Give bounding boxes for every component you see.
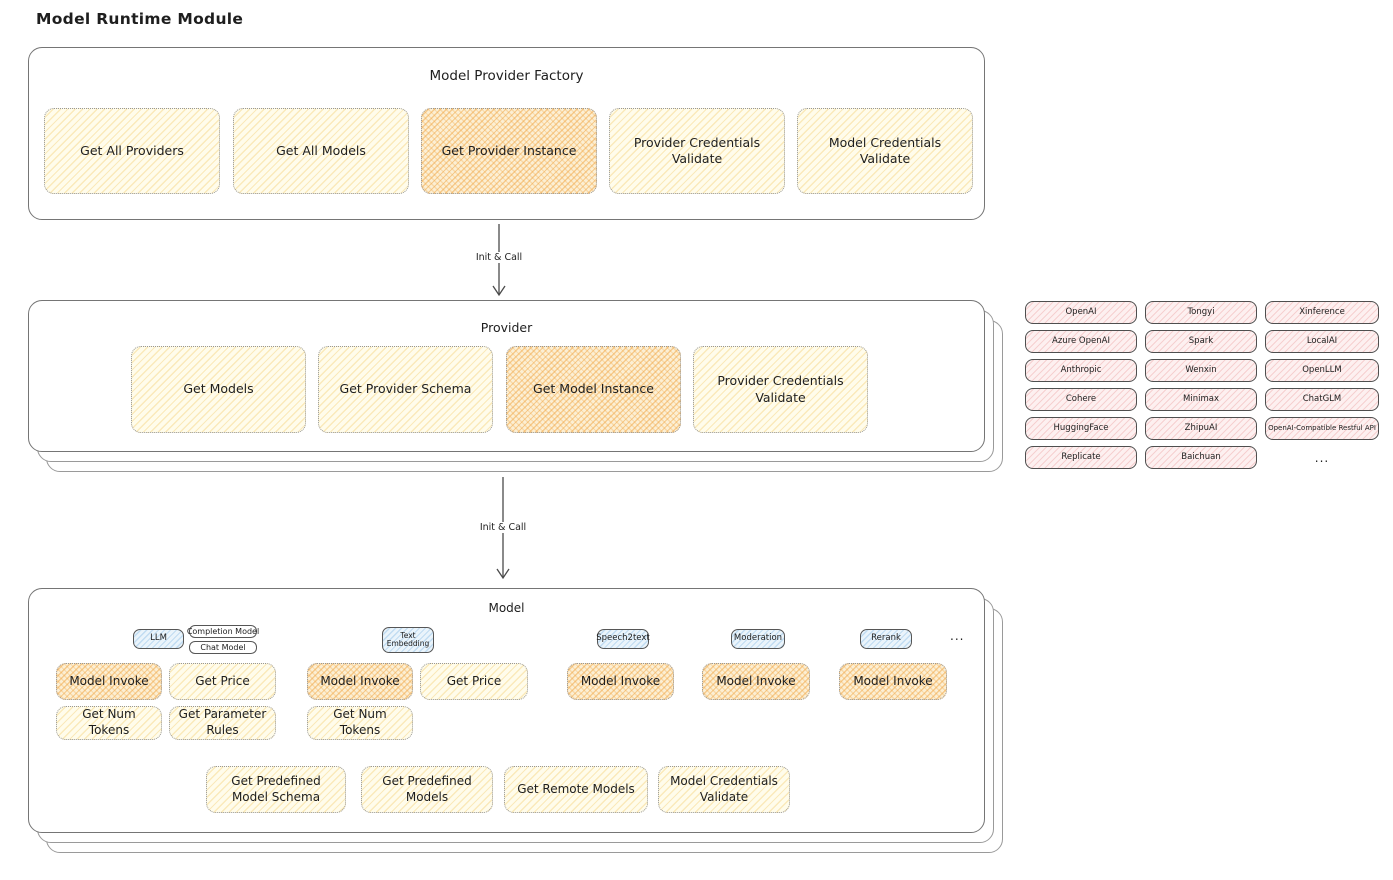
provider-card-openllm: OpenLLM bbox=[1265, 359, 1379, 382]
node-get-remote-models: Get Remote Models bbox=[504, 766, 648, 813]
node-get-all-providers: Get All Providers bbox=[44, 108, 220, 194]
provider-card-spark: Spark bbox=[1145, 330, 1257, 353]
node-get-predefined-models: Get Predefined Models bbox=[361, 766, 493, 813]
node-model-credentials-validate: Model Credentials Validate bbox=[797, 108, 973, 194]
provider-card-tongyi: Tongyi bbox=[1145, 301, 1257, 324]
tab-rerank: Rerank bbox=[860, 629, 912, 649]
tab-text-embedding: Text Embedding bbox=[382, 627, 434, 653]
model-provider-factory-box: Model Provider Factory Get All Providers… bbox=[28, 47, 985, 220]
node-get-models: Get Models bbox=[131, 346, 306, 433]
provider-card-openai: OpenAI bbox=[1025, 301, 1137, 324]
provider-card-azure-openai: Azure OpenAI bbox=[1025, 330, 1137, 353]
tab-speech2text: Speech2text bbox=[596, 629, 650, 649]
tab-llm: LLM bbox=[133, 629, 184, 649]
node-get-price-llm: Get Price bbox=[169, 663, 276, 700]
node-get-provider-schema: Get Provider Schema bbox=[318, 346, 493, 433]
model-title: Model bbox=[488, 601, 525, 615]
provider-vendor-grid: OpenAI Tongyi Xinference Azure OpenAI Sp… bbox=[1025, 301, 1379, 469]
node-model-invoke-speech2text: Model Invoke bbox=[567, 663, 674, 700]
node-provider-credentials-validate-2: Provider Credentials Validate bbox=[693, 346, 868, 433]
tab-chat-model: Chat Model bbox=[189, 641, 257, 654]
provider-card-openai-compatible: OpenAI-Compatible Restful API bbox=[1265, 417, 1379, 440]
node-get-model-instance: Get Model Instance bbox=[506, 346, 681, 433]
provider-card-chatglm: ChatGLM bbox=[1265, 388, 1379, 411]
init-call-label-2: Init & Call bbox=[475, 522, 531, 533]
node-get-provider-instance: Get Provider Instance bbox=[421, 108, 597, 194]
tab-moderation: Moderation bbox=[731, 629, 785, 649]
model-box: Model LLM Completion Model Chat Model Te… bbox=[28, 588, 985, 833]
provider-card-cohere: Cohere bbox=[1025, 388, 1137, 411]
node-model-credentials-validate-2: Model Credentials Validate bbox=[658, 766, 790, 813]
tab-completion-model: Completion Model bbox=[186, 625, 260, 638]
node-get-num-tokens-llm: Get Num Tokens bbox=[56, 706, 162, 740]
provider-card-baichuan: Baichuan bbox=[1145, 446, 1257, 469]
node-model-invoke-rerank: Model Invoke bbox=[839, 663, 947, 700]
provider-card-replicate: Replicate bbox=[1025, 446, 1137, 469]
node-get-price-embedding: Get Price bbox=[420, 663, 528, 700]
provider-card-anthropic: Anthropic bbox=[1025, 359, 1137, 382]
node-model-invoke-embedding: Model Invoke bbox=[307, 663, 413, 700]
provider-box: Provider Get Models Get Provider Schema … bbox=[28, 300, 985, 452]
node-provider-credentials-validate: Provider Credentials Validate bbox=[609, 108, 785, 194]
node-get-num-tokens-embedding: Get Num Tokens bbox=[307, 706, 413, 740]
init-call-label-1: Init & Call bbox=[471, 252, 527, 263]
provider-card-huggingface: HuggingFace bbox=[1025, 417, 1137, 440]
factory-title: Model Provider Factory bbox=[429, 68, 584, 84]
provider-title: Provider bbox=[480, 320, 533, 335]
node-get-predefined-model-schema: Get Predefined Model Schema bbox=[206, 766, 346, 813]
node-model-invoke-llm: Model Invoke bbox=[56, 663, 162, 700]
provider-card-wenxin: Wenxin bbox=[1145, 359, 1257, 382]
provider-card-zhipuai: ZhipuAI bbox=[1145, 417, 1257, 440]
node-model-invoke-moderation: Model Invoke bbox=[702, 663, 810, 700]
provider-card-xinference: Xinference bbox=[1265, 301, 1379, 324]
node-get-parameter-rules: Get Parameter Rules bbox=[169, 706, 276, 740]
provider-card-minimax: Minimax bbox=[1145, 388, 1257, 411]
diagram-title: Model Runtime Module bbox=[36, 10, 244, 28]
node-get-all-models: Get All Models bbox=[233, 108, 409, 194]
provider-card-localai: LocalAI bbox=[1265, 330, 1379, 353]
tabs-more-ellipsis: ... bbox=[950, 629, 965, 643]
vendor-more-ellipsis: ... bbox=[1314, 450, 1330, 465]
